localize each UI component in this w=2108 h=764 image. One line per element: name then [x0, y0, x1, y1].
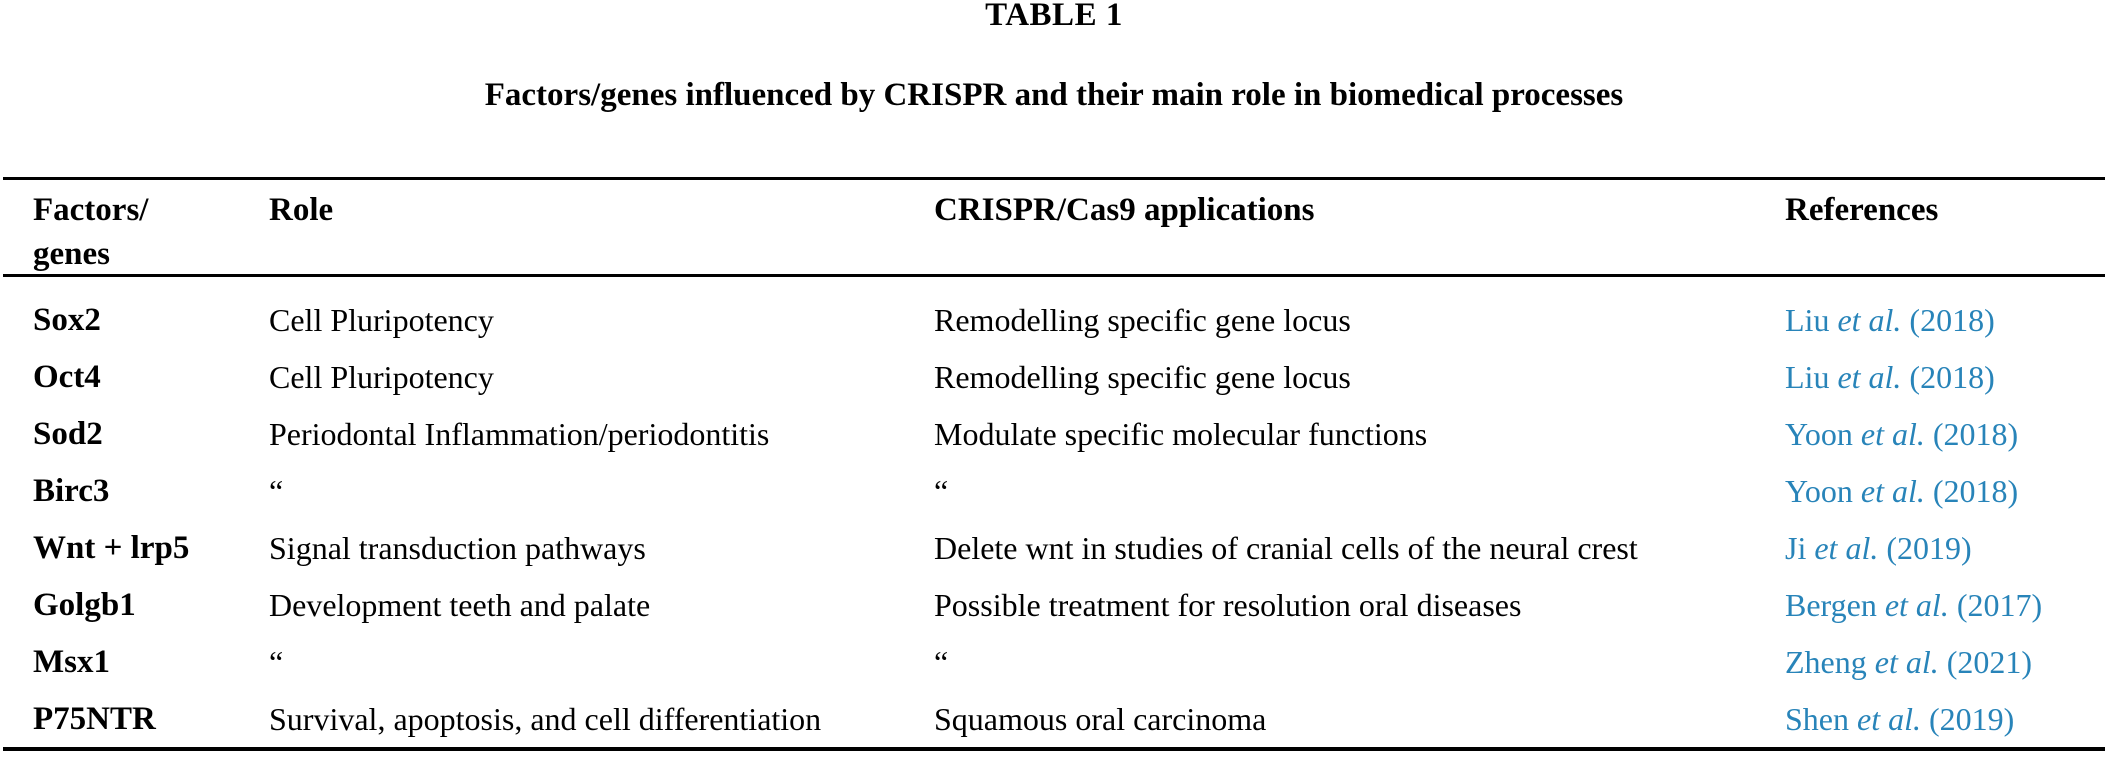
reference-etal: et al.: [1814, 529, 1879, 566]
reference-etal: et al.: [1837, 301, 1902, 338]
table-row: Wnt + lrp5 Signal transduction pathways …: [3, 519, 2105, 576]
reference-author: Ji: [1785, 529, 1815, 566]
gene-cell: Golgb1: [33, 586, 136, 623]
gene-cell: P75NTR: [33, 700, 156, 737]
reference-author: Yoon: [1785, 472, 1861, 509]
reference-year: (2017): [1948, 586, 2043, 623]
role-cell: Signal transduction pathways: [269, 529, 646, 566]
table-row: Sod2 Periodontal Inflammation/periodonti…: [3, 405, 2105, 462]
role-cell: “: [269, 643, 284, 680]
reference-link[interactable]: Shen et al. (2019): [1785, 699, 2105, 739]
application-cell: Remodelling specific gene locus: [934, 301, 1351, 338]
reference-etal: et al.: [1874, 643, 1939, 680]
reference-etal: et al.: [1884, 586, 1949, 623]
table-row: P75NTR Survival, apoptosis, and cell dif…: [3, 690, 2105, 747]
application-cell: “: [934, 472, 949, 509]
reference-etal: et al.: [1860, 472, 1925, 509]
gene-cell: Wnt + lrp5: [33, 529, 190, 566]
reference-link[interactable]: Ji et al. (2019): [1785, 528, 2105, 568]
application-cell: Modulate specific molecular functions: [934, 415, 1428, 452]
table-caption: Factors/genes influenced by CRISPR and t…: [484, 77, 1624, 113]
reference-year: (2018): [1901, 301, 1995, 338]
reference-etal: et al.: [1837, 358, 1902, 395]
reference-author: Liu: [1785, 358, 1838, 395]
table-row: Sox2 Cell Pluripotency Remodelling speci…: [3, 291, 2105, 348]
role-cell: Development teeth and palate: [269, 586, 651, 623]
table-row: Birc3 “ “ Yoon et al. (2018): [3, 462, 2105, 519]
reference-link[interactable]: Zheng et al. (2021): [1785, 642, 2105, 682]
reference-link[interactable]: Yoon et al. (2018): [1785, 414, 2105, 454]
column-header-factors-genes-line2: genes: [33, 236, 110, 272]
gene-cell: Msx1: [33, 643, 110, 680]
role-cell: Cell Pluripotency: [269, 301, 494, 338]
reference-author: Shen: [1785, 700, 1857, 737]
table-header-row: Factors/ genes Role CRISPR/Cas9 applicat…: [3, 180, 2105, 277]
application-cell: Remodelling specific gene locus: [934, 358, 1351, 395]
column-header-references: References: [1785, 192, 1939, 228]
gene-cell: Sod2: [33, 415, 103, 452]
gene-cell: Birc3: [33, 472, 110, 509]
table-row: Golgb1 Development teeth and palate Poss…: [3, 576, 2105, 633]
table-body: Sox2 Cell Pluripotency Remodelling speci…: [3, 277, 2105, 747]
column-header-factors-genes: Factors/ genes: [33, 188, 269, 276]
column-header-role: Role: [269, 192, 334, 228]
role-cell: Cell Pluripotency: [269, 358, 494, 395]
application-cell: Delete wnt in studies of cranial cells o…: [934, 529, 1638, 566]
reference-link[interactable]: Liu et al. (2018): [1785, 300, 2105, 340]
table-row: Msx1 “ “ Zheng et al. (2021): [3, 633, 2105, 690]
table-label: TABLE 1: [985, 0, 1123, 33]
reference-author: Yoon: [1785, 415, 1861, 452]
application-cell: Possible treatment for resolution oral d…: [934, 586, 1522, 623]
reference-year: (2018): [1901, 358, 1995, 395]
data-table: Factors/ genes Role CRISPR/Cas9 applicat…: [3, 177, 2105, 751]
role-cell: Periodontal Inflammation/periodontitis: [269, 415, 770, 452]
reference-link[interactable]: Liu et al. (2018): [1785, 357, 2105, 397]
gene-cell: Sox2: [33, 301, 101, 338]
reference-author: Zheng: [1785, 643, 1875, 680]
role-cell: Survival, apoptosis, and cell differenti…: [269, 700, 822, 737]
application-cell: “: [934, 643, 949, 680]
role-cell: “: [269, 472, 284, 509]
reference-etal: et al.: [1857, 700, 1921, 737]
table-row: Oct4 Cell Pluripotency Remodelling speci…: [3, 348, 2105, 405]
gene-cell: Oct4: [33, 358, 101, 395]
reference-link[interactable]: Yoon et al. (2018): [1785, 471, 2105, 511]
reference-year: (2019): [1878, 529, 1972, 566]
column-header-crispr-applications: CRISPR/Cas9 applications: [934, 192, 1315, 228]
column-header-factors-genes-line1: Factors/: [33, 192, 149, 228]
reference-author: Liu: [1785, 301, 1838, 338]
reference-year: (2021): [1938, 643, 2033, 680]
reference-year: (2018): [1924, 415, 2019, 452]
reference-etal: et al.: [1860, 415, 1925, 452]
reference-author: Bergen: [1785, 586, 1885, 623]
reference-link[interactable]: Bergen et al. (2017): [1785, 585, 2105, 625]
reference-year: (2019): [1920, 700, 2015, 737]
reference-year: (2018): [1924, 472, 2019, 509]
application-cell: Squamous oral carcinoma: [934, 700, 1267, 737]
